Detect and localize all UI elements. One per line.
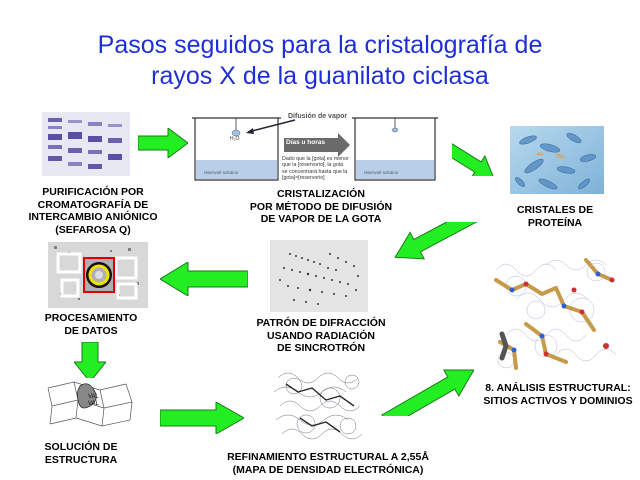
vapor-note: Dado que la [gota] es menor que la [rese… — [282, 156, 356, 181]
arrow-down-left — [380, 222, 490, 282]
label-line: CRISTALES DE — [516, 204, 594, 216]
density-map-image — [270, 366, 370, 448]
arrow-down-right-1 — [452, 132, 508, 176]
label-line: USANDO RADIACIÓN — [267, 329, 375, 342]
processing-image — [48, 242, 148, 308]
label-line: SOLUCIÓN DE — [44, 441, 118, 453]
label-line: (SEFAROSA Q) — [55, 223, 131, 236]
residue-label: VAL — [88, 401, 99, 407]
analysis-image — [486, 250, 626, 374]
arrow-right-2 — [160, 402, 244, 434]
arrow-left — [160, 262, 248, 296]
vapor-note-line: [gota]≈[reservorio] — [282, 174, 325, 181]
label-line: ESTRUCTURA — [44, 453, 118, 466]
label-purification: PURIFICACIÓN POR CROMATOGRAFÍA DE INTERC… — [18, 186, 168, 236]
title-line-2: rayos X de la guanilato ciclasa — [151, 62, 489, 90]
reservoir-label-left: reservoir solution — [204, 170, 239, 175]
label-processing: PROCESAMIENTO DE DATOS — [36, 312, 146, 337]
label-analysis: 8. ANÁLISIS ESTRUCTURAL: SITIOS ACTIVOS … — [476, 382, 640, 407]
label-line: SITIOS ACTIVOS Y DOMINIOS — [483, 394, 633, 407]
diffraction-image — [270, 240, 368, 312]
label-line: PURIFICACIÓN POR — [42, 186, 144, 198]
label-line: DE VAPOR DE LA GOTA — [260, 213, 382, 225]
label-line: PROCESAMIENTO — [44, 312, 138, 324]
vapor-heading: Difusión de vapor — [288, 113, 348, 120]
label-line: 8. ANÁLISIS ESTRUCTURAL: — [485, 382, 631, 394]
label-refinement: REFINAMIENTO ESTRUCTURAL A 2,55Å (MAPA D… — [210, 451, 446, 476]
arrow-down — [74, 342, 106, 382]
vapor-note-line: Dado que la [gota] es menor — [282, 156, 349, 162]
label-line: PROTEÍNA — [527, 216, 583, 229]
label-line: PATRÓN DE DIFRACCIÓN — [256, 317, 386, 329]
label-line: DE DATOS — [64, 324, 118, 337]
label-line: POR MÉTODO DE DIFUSIÓN — [249, 200, 393, 213]
arrow-up-right — [374, 352, 474, 416]
h2o-label: H₂O — [230, 136, 240, 142]
label-line: REFINAMIENTO ESTRUCTURAL A 2,55Å — [227, 451, 429, 463]
label-line: INTERCAMBIO ANIÓNICO — [28, 211, 158, 223]
label-line: (MAPA DE DENSIDAD ELECTRÓNICA) — [232, 463, 424, 476]
label-line: DE SINCROTRÓN — [276, 342, 366, 354]
arrow-right-1 — [138, 128, 188, 158]
label-diffraction: PATRÓN DE DIFRACCIÓN USANDO RADIACIÓN DE… — [236, 317, 406, 355]
label-line: CRISTALIZACIÓN — [277, 188, 365, 200]
page-title: Pasos seguidos para la cristalografía de… — [0, 30, 640, 92]
residue-label: VAL — [88, 394, 99, 400]
vapor-note-line: que la [reservorio], la gota — [282, 162, 344, 169]
solution-image: VAL VAL — [44, 378, 144, 436]
vapor-diffusion-diagram: Difusión de vapor Días u horas H₂O Dado … — [190, 108, 440, 188]
duration-label: Días u horas — [286, 139, 326, 146]
label-solution: SOLUCIÓN DE ESTRUCTURA — [26, 441, 136, 466]
title-line-1: Pasos seguidos para la cristalografía de — [97, 31, 543, 59]
gel-image — [42, 112, 130, 176]
label-line: CROMATOGRAFÍA DE — [37, 198, 149, 211]
label-crystals: CRISTALES DE PROTEÍNA — [500, 204, 610, 229]
reservoir-label-right: reservoir solution — [364, 170, 399, 175]
label-crystallization: CRISTALIZACIÓN POR MÉTODO DE DIFUSIÓN DE… — [236, 188, 406, 226]
vapor-note-line: se concentrará hasta que la — [282, 168, 348, 175]
solution-residue-labels: VAL VAL — [88, 394, 99, 408]
crystals-image — [510, 126, 604, 194]
